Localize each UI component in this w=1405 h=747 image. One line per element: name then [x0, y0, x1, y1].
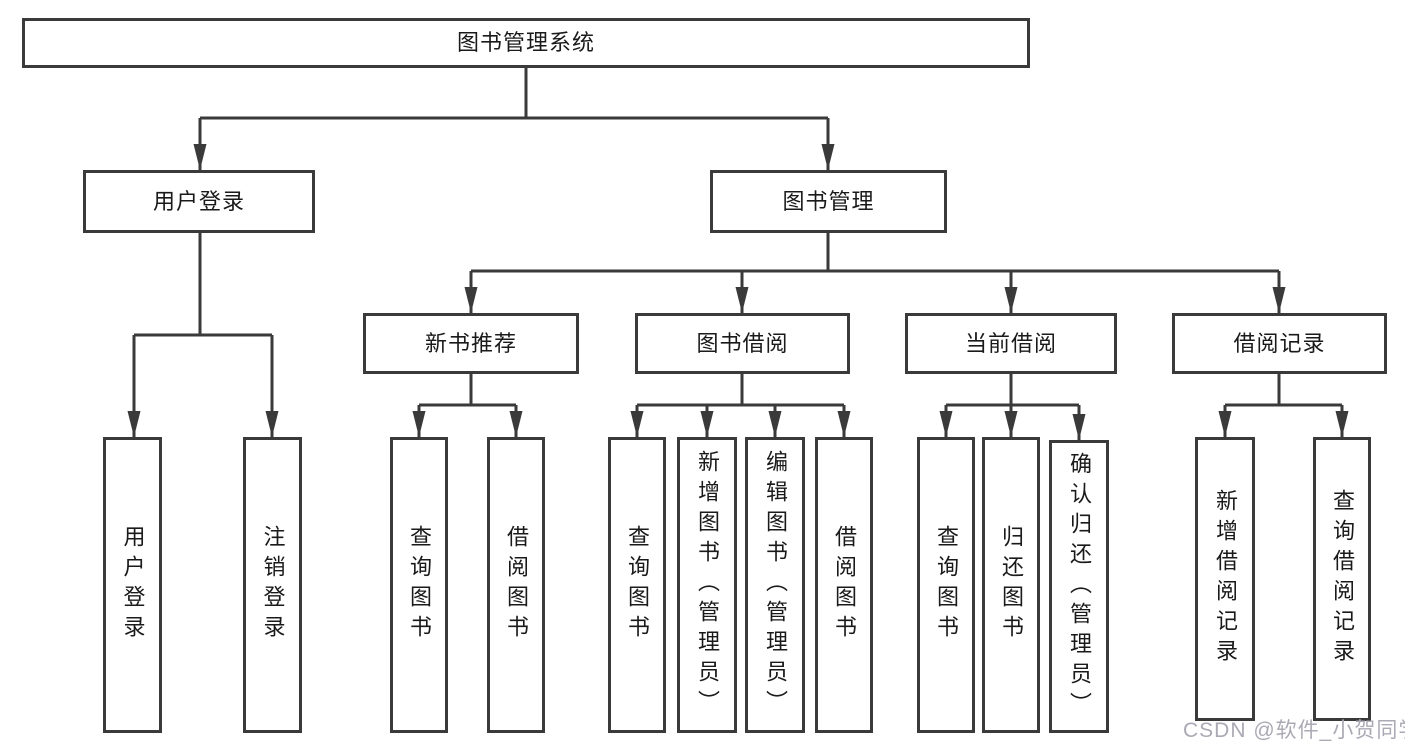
leaf-current-return-books-label: 归还图书 — [999, 525, 1024, 645]
connector-borrow-records — [1218, 374, 1349, 437]
node-user-login-label: 用户登录 — [152, 188, 245, 214]
csdn-watermark: CSDN @软件_小贺同学 — [1183, 719, 1405, 742]
connector-user-login — [127, 233, 279, 437]
node-book-management-label: 图书管理 — [782, 188, 875, 214]
connector-current-borrow — [939, 374, 1086, 440]
leaf-logout-label: 注销登录 — [260, 525, 286, 645]
leaf-user-login-label: 用户登录 — [120, 525, 146, 645]
leaf-recommend-query-books-label: 查询图书 — [407, 525, 432, 645]
node-book-borrow: 图书借阅 — [635, 313, 850, 374]
leaf-current-query-books-label: 查询图书 — [934, 525, 959, 645]
leaf-current-confirm-return-admin-label: 确认归还（管理员） — [1067, 451, 1092, 722]
node-current-borrow: 当前借阅 — [905, 313, 1117, 374]
connector-root — [193, 68, 835, 170]
leaf-records-query-record-label: 查询借阅记录 — [1330, 489, 1355, 669]
node-user-login: 用户登录 — [83, 170, 315, 233]
leaf-borrow-edit-book-admin: 编辑图书（管理员） — [745, 437, 805, 733]
leaf-borrow-add-book-admin: 新增图书（管理员） — [677, 437, 737, 733]
leaf-borrow-query-books: 查询图书 — [608, 437, 666, 733]
leaf-recommend-borrow-books: 借阅图书 — [487, 437, 545, 733]
connector-book-management — [464, 233, 1286, 313]
leaf-records-add-record-label: 新增借阅记录 — [1213, 489, 1238, 669]
leaf-current-confirm-return-admin: 确认归还（管理员） — [1049, 440, 1109, 733]
leaf-logout: 注销登录 — [243, 437, 302, 733]
leaf-user-login: 用户登录 — [103, 437, 162, 733]
leaf-borrow-borrow-books-label: 借阅图书 — [832, 525, 857, 645]
node-borrow-records-label: 借阅记录 — [1233, 330, 1326, 356]
leaf-borrow-borrow-books: 借阅图书 — [815, 437, 873, 733]
node-new-book-recommend: 新书推荐 — [363, 313, 579, 374]
node-root: 图书管理系统 — [22, 18, 1030, 68]
node-book-borrow-label: 图书借阅 — [696, 330, 789, 356]
leaf-recommend-query-books: 查询图书 — [390, 437, 448, 733]
leaf-records-add-record: 新增借阅记录 — [1195, 437, 1255, 721]
connector-new-book-recommend — [412, 374, 523, 437]
node-current-borrow-label: 当前借阅 — [964, 330, 1057, 356]
leaf-current-query-books: 查询图书 — [917, 437, 975, 733]
leaf-borrow-query-books-label: 查询图书 — [625, 525, 650, 645]
node-book-management: 图书管理 — [710, 170, 947, 233]
node-borrow-records: 借阅记录 — [1172, 313, 1387, 374]
node-new-book-recommend-label: 新书推荐 — [424, 330, 517, 356]
leaf-current-return-books: 归还图书 — [982, 437, 1040, 733]
leaf-records-query-record: 查询借阅记录 — [1313, 437, 1371, 721]
leaf-borrow-add-book-admin-label: 新增图书（管理员） — [695, 450, 720, 720]
leaf-borrow-edit-book-admin-label: 编辑图书（管理员） — [763, 450, 788, 720]
connector-book-borrow — [630, 374, 851, 437]
leaf-recommend-borrow-books-label: 借阅图书 — [504, 525, 529, 645]
node-root-label: 图书管理系统 — [456, 30, 595, 55]
